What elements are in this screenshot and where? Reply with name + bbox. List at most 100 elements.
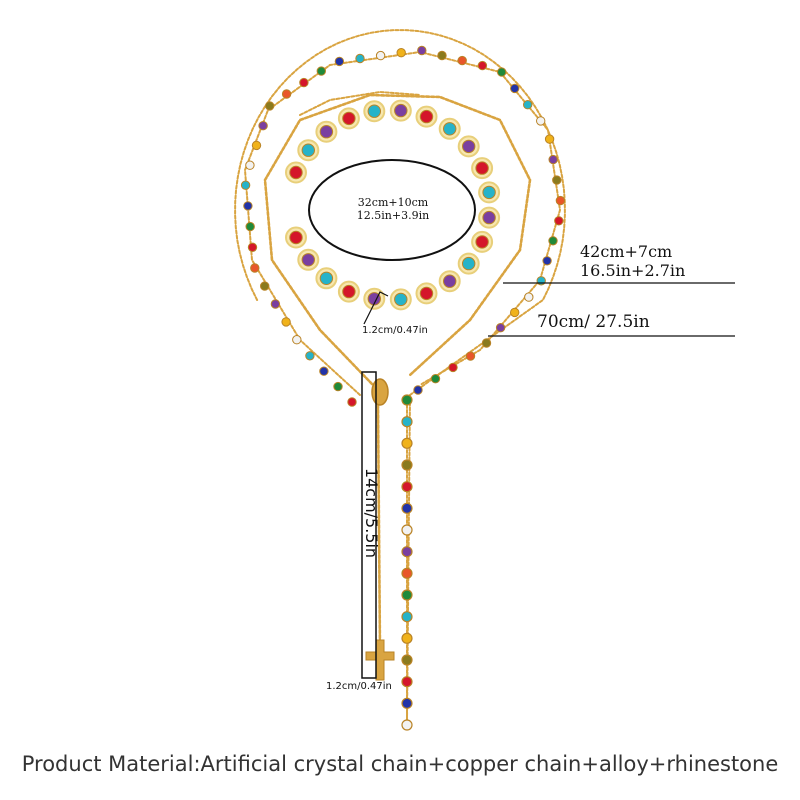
drop-length-label: 14cm/5.5in [362, 467, 381, 559]
loop-gem [281, 89, 292, 99]
loop-gem [245, 160, 255, 170]
choker-gem [475, 161, 489, 175]
loop-gem [243, 201, 253, 211]
loop-gem [417, 45, 427, 56]
loop-gem [497, 67, 507, 77]
cross-pendant-icon [365, 639, 395, 681]
choker-gem [482, 210, 496, 225]
choker-gem [394, 292, 408, 307]
loop-gem [270, 299, 281, 309]
loop-gem [305, 351, 315, 361]
choker-gem [319, 271, 334, 285]
drop-gem [401, 632, 413, 644]
drop-gem [401, 697, 413, 709]
bead-width-bottom-label: 1.2cm/0.47in [326, 681, 392, 692]
choker-gem [443, 122, 457, 136]
loop-gem [319, 366, 329, 376]
choker-gem [367, 292, 381, 306]
loop-gem [413, 385, 423, 395]
outer-gem-chain [234, 29, 566, 721]
drop-gem [401, 416, 413, 428]
loop-gem [258, 121, 268, 131]
loop-gem [396, 48, 406, 58]
loop-gem [281, 317, 291, 327]
loop-gem [299, 77, 309, 88]
loop-gem [554, 216, 564, 226]
choker-gem [342, 284, 356, 299]
loop-gem [555, 195, 566, 206]
loop-gem [333, 381, 343, 392]
loop-gem [544, 134, 555, 144]
loop-gem [548, 236, 558, 246]
middle-gold-chain [263, 93, 532, 386]
loop-gem [523, 100, 533, 110]
choker-gem [462, 256, 476, 271]
bead-width-top-pointer [363, 291, 389, 325]
drop-gem [401, 459, 413, 471]
choker-label-ellipse [308, 159, 476, 261]
loop-gem [510, 307, 520, 318]
loop-gem [552, 175, 562, 185]
loop-gem [245, 221, 255, 232]
drop-gem [401, 654, 413, 666]
choker-size-cm: 32cm+10cm [357, 196, 429, 209]
drop-gem [401, 719, 413, 731]
choker-gem [462, 139, 476, 154]
loop-gem [548, 154, 558, 165]
choker-gem [419, 109, 434, 124]
loop-gem [448, 362, 458, 373]
drop-gem [401, 394, 413, 406]
loop-gem [247, 242, 258, 253]
drop-gem [401, 437, 413, 449]
loop-gem [495, 323, 506, 333]
loop-gem [536, 116, 546, 126]
loop-gem [251, 140, 262, 151]
choker-gem [475, 235, 489, 249]
drop-gem [401, 481, 413, 493]
drop-gem [401, 546, 413, 558]
loop-gem [250, 263, 260, 273]
medal-icon [371, 378, 389, 406]
loop-gem [536, 276, 546, 286]
choker-size-in: 12.5in+3.9in [356, 209, 430, 222]
loop-gem [524, 292, 534, 302]
loop-gem [430, 374, 441, 384]
loop-gem [240, 180, 251, 190]
choker-gem [289, 230, 303, 245]
loop-gem [375, 50, 386, 61]
loop-gem [334, 56, 345, 67]
choker-size-label: 32cm+10cm 12.5in+3.9in [318, 196, 468, 222]
drop-gem [401, 502, 413, 514]
choker-gem [394, 103, 408, 118]
loop-gem [457, 55, 467, 66]
cross-drop-chain [376, 403, 382, 652]
extender-chain [299, 90, 421, 116]
loop-gem [465, 351, 476, 361]
choker-gem [419, 286, 434, 301]
choker-gem [301, 143, 315, 157]
choker-gem [301, 253, 315, 267]
choker-gem [289, 165, 303, 180]
choker-gem [319, 125, 334, 139]
choker-gem [342, 111, 356, 126]
loop-gem [510, 83, 520, 94]
loop-gem [260, 281, 270, 291]
loop-gem [355, 53, 365, 64]
mid-length-cm: 42cm+7cm [580, 242, 673, 261]
drop-length-bracket [361, 371, 377, 679]
bead-width-top-label: 1.2cm/0.47in [362, 325, 428, 336]
loop-gem [481, 338, 492, 348]
loop-gem [477, 60, 488, 71]
material-caption: Product Material:Artificial crystal chai… [21, 752, 779, 776]
loop-gem [437, 50, 447, 61]
drop-gem [401, 676, 413, 688]
drop-gem [401, 589, 413, 601]
mid-length-in: 16.5in+2.7in [580, 261, 686, 280]
loop-gem [292, 335, 302, 345]
choker-gem [482, 185, 496, 200]
choker-gem [443, 274, 457, 288]
loop-gem [265, 101, 275, 111]
mid-length-label: 42cm+7cm 16.5in+2.7in [580, 242, 685, 280]
